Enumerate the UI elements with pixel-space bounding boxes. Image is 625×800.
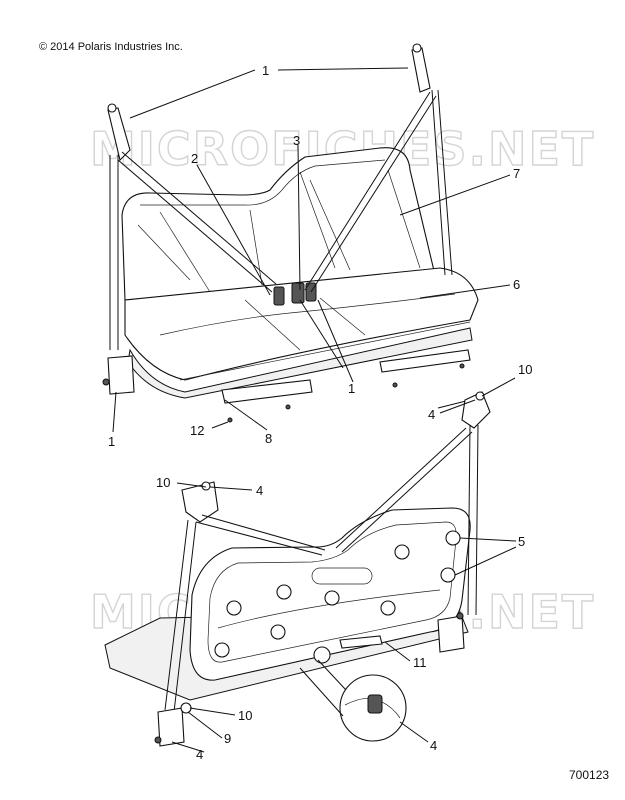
callout-3: 3 (293, 133, 300, 148)
buckle-left (273, 286, 285, 306)
callout-6: 6 (513, 277, 520, 292)
bracket-left (221, 379, 313, 404)
seat-cushion (124, 267, 479, 381)
buckle-center (291, 282, 305, 304)
callout-5: 5 (518, 534, 525, 549)
bottom-leaders (171, 377, 517, 753)
mount-bolt (180, 702, 192, 714)
callout-4-right: 4 (428, 407, 435, 422)
diagram-number: 700123 (569, 768, 610, 782)
callout-10-left: 10 (156, 475, 170, 490)
belt-webbing-left (109, 155, 119, 350)
callout-12: 12 (190, 423, 204, 438)
center-fastener (313, 646, 331, 664)
callout-1-top: 1 (262, 63, 269, 78)
copyright-notice: © 2014 Polaris Industries Inc. (39, 41, 183, 53)
callout-8: 8 (265, 431, 272, 446)
callout-1-left-anchor: 1 (108, 434, 115, 449)
retractor-rear-left (181, 481, 219, 523)
callout-2: 2 (191, 151, 198, 166)
callout-4-bottom-left: 4 (196, 747, 203, 762)
callout-11: 11 (413, 655, 427, 670)
floor-anchor-rear-left (157, 707, 185, 747)
seat-front-view (102, 43, 479, 423)
belt-webbing-right (431, 89, 453, 276)
bracket-right (379, 349, 471, 373)
top-leaders (112, 67, 511, 433)
callout-10-bottom: 10 (238, 708, 252, 723)
callout-7: 7 (513, 166, 520, 181)
seat-rear-view (104, 391, 491, 747)
callout-1-buckle: 1 (348, 381, 355, 396)
callout-9: 9 (224, 731, 231, 746)
callout-4-left: 4 (256, 483, 263, 498)
floor-anchor-rear-right (437, 615, 465, 653)
callout-4-detail: 4 (430, 738, 437, 753)
retractor-top-right (411, 47, 431, 93)
floor-anchor-left (107, 355, 135, 395)
seat-base (127, 327, 473, 399)
callout-10-right: 10 (518, 362, 532, 377)
